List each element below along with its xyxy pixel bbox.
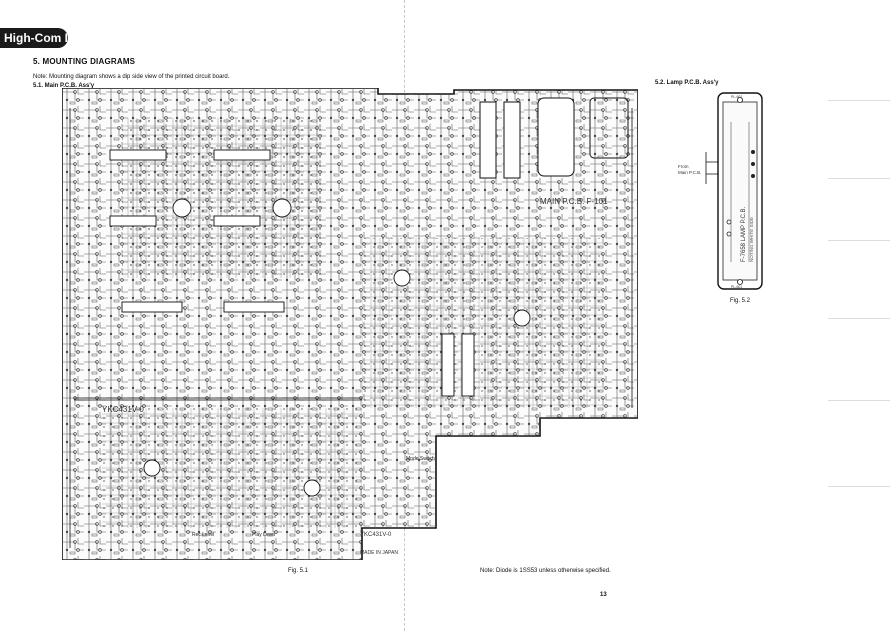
right-margin-rule: [828, 240, 890, 241]
brand-tab: High-Com II: [0, 28, 68, 48]
board-part-number: YKC431V-0: [102, 405, 144, 414]
right-margin-rule: [828, 100, 890, 101]
section-note: Note: Mounting diagram shows a dip side …: [33, 74, 230, 80]
board-silk-id: MAIN P.C.B. F-101: [540, 197, 608, 206]
subsection-main-pcb: 5.1. Main P.C.B. Ass'y: [33, 83, 95, 89]
main-pcb-diagram: MAIN P.C.B. F-101 YKC431V-0 YKC431V-0 MA…: [62, 88, 638, 560]
lamp-pin-bottom: PL-601: [731, 285, 742, 289]
right-margin-rule: [828, 318, 890, 319]
board-part-number-2: YKC431V-0: [360, 532, 392, 538]
right-margin-rule: [828, 178, 890, 179]
page-number: 13: [600, 592, 607, 598]
right-margin-rule: [828, 400, 890, 401]
from-bracket-icon: [705, 152, 718, 184]
right-margin-rule: [828, 486, 890, 487]
lamp-board-text: F-7658 LAMP P.C.B.: [741, 207, 747, 262]
diode-note: Note: Diode is 1SS53 unless otherwise sp…: [480, 568, 611, 574]
lamp-pcb-diagram: F-7658 LAMP P.C.B. NOTING WHITE SIDE PL-…: [717, 92, 763, 290]
figure-caption-lamp: Fig. 5.2: [730, 298, 751, 304]
play-level-label: Play Level: [252, 532, 275, 538]
board-made-in: MADE IN JAPAN: [360, 550, 398, 556]
subsection-lamp-pcb: 5.2. Lamp P.C.B. Ass'y: [655, 80, 719, 86]
lamp-board-note: NOTING WHITE SIDE: [749, 217, 754, 262]
lamp-pin-top: PL-602: [731, 95, 742, 99]
mode-switch-label: Mode Switch: [406, 456, 435, 462]
figure-caption-main: Fig. 5.1: [288, 568, 309, 574]
rec-level-label: Rec Level: [192, 532, 214, 538]
from-main-pcb-label: From Main P.C.B.: [678, 164, 702, 175]
section-title: 5. MOUNTING DIAGRAMS: [33, 57, 136, 66]
